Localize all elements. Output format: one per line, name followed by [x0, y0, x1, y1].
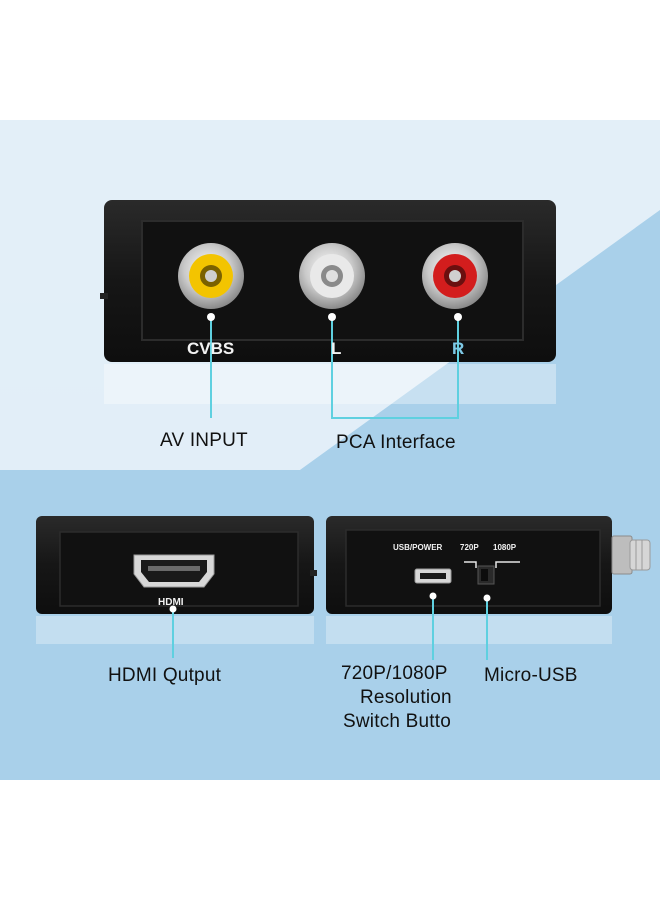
- av-input-callout: AV INPUT: [160, 430, 248, 451]
- hdmi-output-callout: HDMI Qutput: [108, 665, 222, 686]
- callout-lines-usb: [432, 596, 488, 660]
- left-port-label: L: [331, 339, 342, 358]
- resolution-callout-line1: 720P/1080P: [341, 663, 448, 684]
- jack-left-white: [299, 243, 365, 309]
- rca-jack-side-icon: [611, 535, 651, 575]
- hdmi-port-icon: [133, 554, 215, 588]
- callout-dots-top: [207, 313, 462, 321]
- res-1080p-label: 1080P: [493, 543, 517, 552]
- micro-usb-port-icon: [414, 568, 452, 584]
- jack-cvbs-yellow: [178, 243, 244, 309]
- resolution-switch-icon: [464, 561, 520, 585]
- callout-line-hdmi: [169, 605, 177, 658]
- pca-interface-callout: PCA Interface: [336, 432, 456, 453]
- jack-right-red: [422, 243, 488, 309]
- usb-converter-side: [326, 516, 612, 644]
- resolution-callout-line2: Resolution: [360, 687, 452, 708]
- usb-power-label: USB/POWER: [393, 543, 443, 552]
- callout-dots-usb: [429, 592, 491, 602]
- resolution-callout-line3: Switch Butto: [343, 711, 452, 732]
- cvbs-port-label: CVBS: [187, 339, 235, 358]
- micro-usb-callout: Micro-USB: [484, 665, 578, 686]
- callout-lines-top: [210, 317, 459, 419]
- right-port-label: R: [452, 339, 465, 358]
- res-720p-label: 720P: [460, 543, 479, 552]
- hdmi-port-label: HDMI: [158, 597, 184, 608]
